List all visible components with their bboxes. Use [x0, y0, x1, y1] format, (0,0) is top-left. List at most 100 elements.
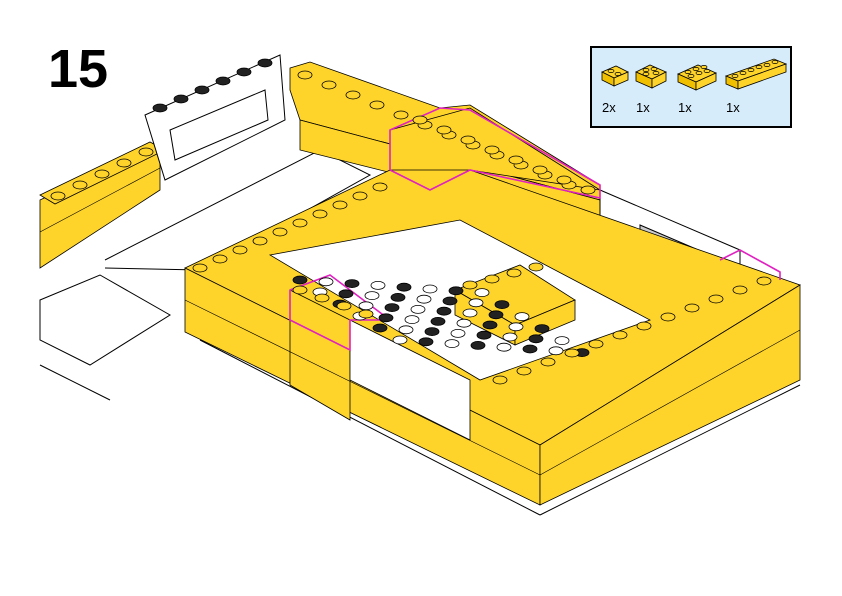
stud	[540, 357, 556, 367]
stud	[358, 301, 374, 311]
stud	[422, 284, 438, 294]
stud	[312, 209, 328, 219]
stud	[416, 294, 432, 304]
stud	[418, 337, 434, 347]
stud	[50, 191, 66, 201]
stud	[398, 325, 414, 335]
stud	[496, 342, 512, 352]
stud	[393, 110, 409, 120]
stud	[494, 300, 510, 310]
stud	[532, 165, 548, 175]
brick-1x2-icon	[601, 65, 629, 87]
stud	[430, 316, 446, 326]
stud	[410, 304, 426, 314]
stud	[292, 275, 308, 285]
stud	[369, 100, 385, 110]
stud	[684, 303, 700, 313]
studs	[50, 58, 772, 385]
stud	[396, 282, 412, 292]
stud	[372, 323, 388, 333]
stud	[474, 288, 490, 298]
left-back-wall	[39, 141, 166, 269]
stud	[314, 293, 330, 303]
brick-2x2-icon	[635, 64, 667, 89]
stud	[476, 330, 492, 340]
back-window	[144, 54, 286, 181]
stud	[436, 306, 452, 316]
stud	[484, 274, 500, 284]
stud	[344, 279, 360, 289]
stud	[321, 80, 337, 90]
stud	[612, 330, 628, 340]
stud	[392, 335, 408, 345]
stud	[378, 313, 394, 323]
stud	[450, 328, 466, 338]
stud	[345, 90, 361, 100]
brick-seams	[184, 299, 541, 476]
stud	[358, 309, 374, 319]
stud	[444, 339, 460, 349]
stud	[548, 346, 564, 356]
stud	[508, 155, 524, 165]
stud	[514, 312, 530, 322]
stud	[215, 76, 231, 86]
stud	[502, 332, 518, 342]
stud	[152, 103, 168, 113]
qty-label: 1x	[678, 100, 692, 115]
stud	[636, 321, 652, 331]
stud	[94, 169, 110, 179]
stud	[462, 308, 478, 318]
stud	[173, 94, 189, 104]
stud	[554, 336, 570, 346]
stud	[384, 303, 400, 313]
stud	[484, 145, 500, 155]
step-number: 15	[48, 39, 109, 99]
stud	[436, 125, 452, 135]
stud	[116, 158, 132, 168]
stud	[462, 280, 478, 290]
stud	[508, 322, 524, 332]
stud	[580, 185, 596, 195]
stud	[252, 236, 268, 246]
stud	[708, 294, 724, 304]
stud	[72, 180, 88, 190]
stud	[272, 227, 288, 237]
stud	[460, 135, 476, 145]
stud	[660, 312, 676, 322]
brick-2x3-icon	[677, 64, 717, 91]
stud	[564, 348, 580, 358]
stud	[412, 115, 428, 125]
stud	[138, 147, 154, 157]
brick-1x6-icon	[724, 58, 788, 90]
stud	[364, 291, 380, 301]
stud	[522, 344, 538, 354]
stud	[756, 276, 772, 286]
stud	[372, 182, 388, 192]
stud	[292, 285, 308, 295]
stud	[556, 175, 572, 185]
parts-list-panel: 2x 1x 1x 1x	[590, 46, 792, 128]
qty-label: 2x	[602, 100, 616, 115]
stud	[404, 315, 420, 325]
baseplate	[39, 149, 801, 516]
stud	[318, 277, 334, 287]
stud	[332, 200, 348, 210]
stud	[236, 67, 252, 77]
qty-label: 1x	[726, 100, 740, 115]
stud	[506, 268, 522, 278]
stud	[528, 262, 544, 272]
stud	[338, 289, 354, 299]
stud	[390, 292, 406, 302]
qty-label: 1x	[636, 100, 650, 115]
stud	[448, 286, 464, 296]
stud	[468, 298, 484, 308]
stud	[370, 280, 386, 290]
stud	[336, 301, 352, 311]
stud	[528, 334, 544, 344]
stud	[534, 324, 550, 334]
stud	[194, 85, 210, 95]
stud	[292, 218, 308, 228]
stud	[488, 310, 504, 320]
new-brick-highlight	[289, 107, 781, 352]
